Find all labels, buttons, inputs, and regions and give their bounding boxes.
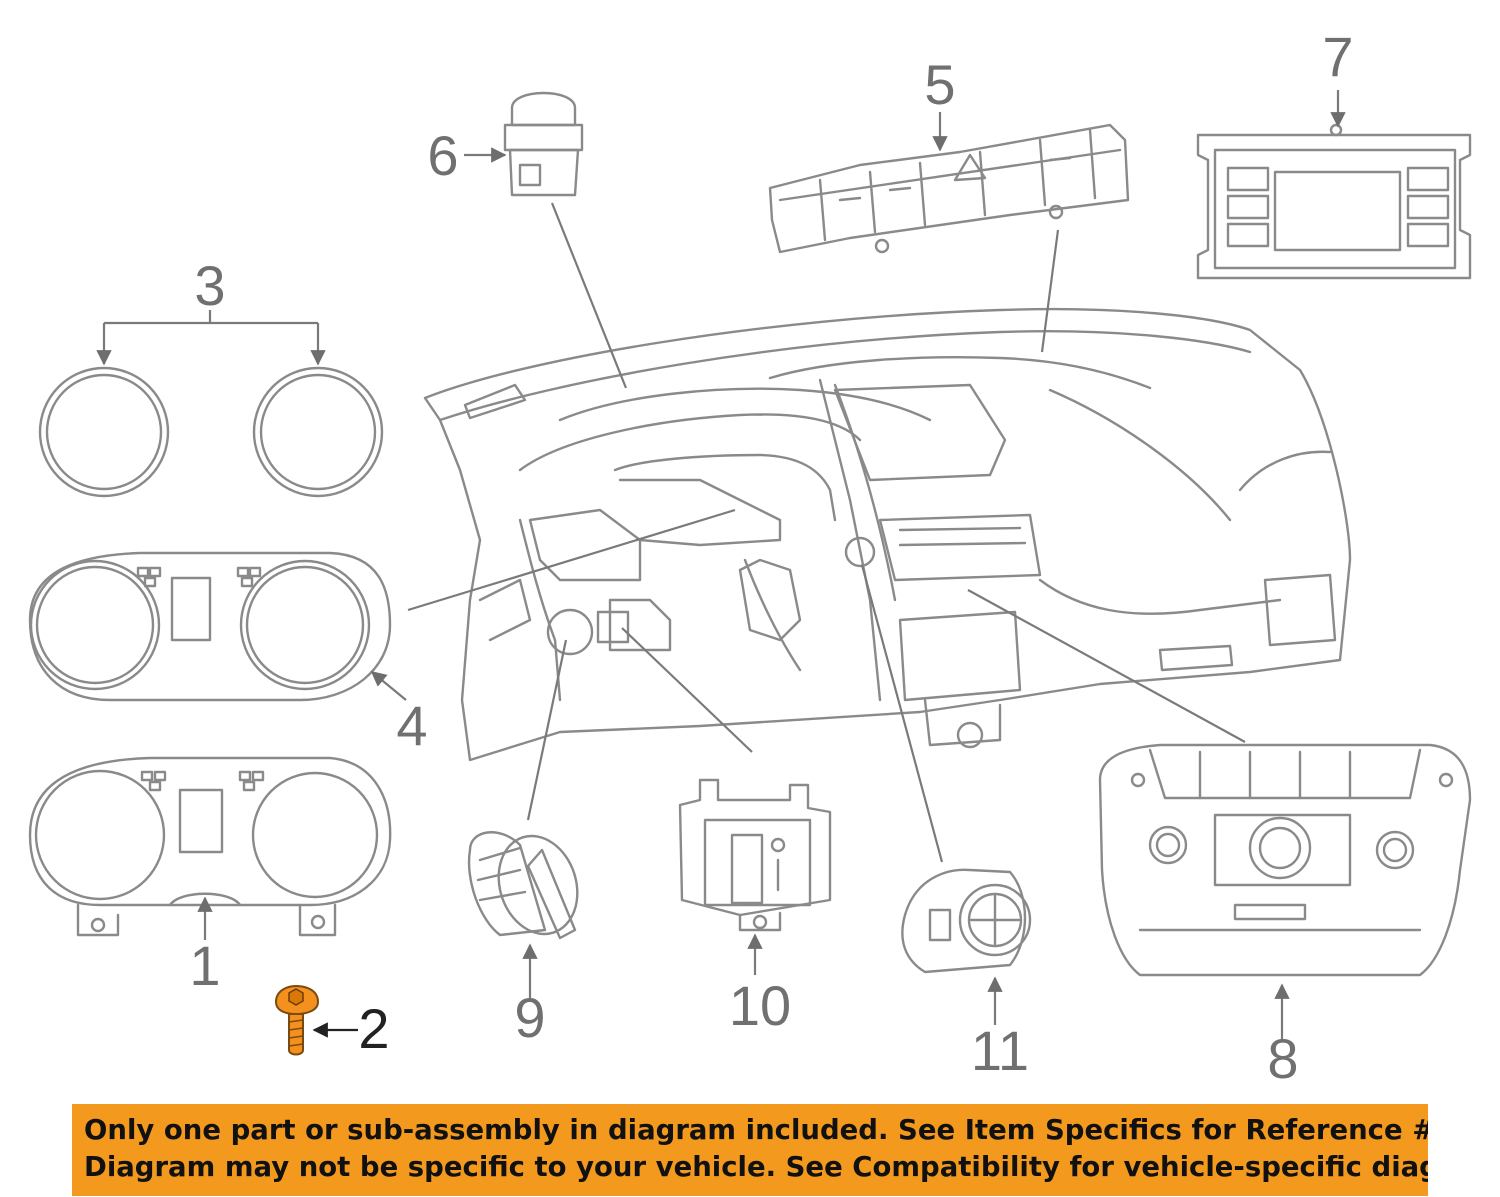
callout-3: 3 <box>194 254 225 317</box>
callout-5: 5 <box>924 53 955 116</box>
leader-lines <box>96 90 1346 1040</box>
part-11-control-switch <box>901 868 1032 974</box>
part-1-instrument-cluster <box>28 756 392 937</box>
callout-11: 11 <box>971 1019 1029 1082</box>
callout-labels: 1 2 3 4 5 6 7 8 9 10 11 <box>189 25 1353 1090</box>
callout-6: 6 <box>427 124 458 187</box>
disclaimer-line-2: Diagram may not be specific to your vehi… <box>84 1151 1428 1183</box>
callout-2: 2 <box>358 997 389 1060</box>
disclaimer-banner-bg <box>72 1104 1428 1196</box>
disclaimer-banner: Only one part or sub-assembly in diagram… <box>72 1104 1428 1196</box>
callout-4: 4 <box>396 694 427 757</box>
part-2-screw <box>274 984 320 1056</box>
part-5-switch-bank <box>768 123 1130 254</box>
callout-8: 8 <box>1267 1027 1298 1090</box>
callout-9: 9 <box>514 986 545 1049</box>
part-7-display-module <box>1196 123 1472 280</box>
part-10-switch-module <box>678 778 832 932</box>
callout-7: 7 <box>1322 25 1353 88</box>
part-3-gauge-rings <box>38 366 384 498</box>
part-9-headlamp-switch <box>467 831 579 940</box>
part-4-cluster-lens <box>28 551 392 702</box>
disclaimer-line-1: Only one part or sub-assembly in diagram… <box>84 1114 1428 1146</box>
instrument-panel <box>423 307 1352 762</box>
part-6-switch <box>503 91 584 197</box>
callout-1: 1 <box>189 934 220 997</box>
callout-10: 10 <box>729 974 791 1037</box>
part-8-climate-control <box>1098 743 1472 977</box>
